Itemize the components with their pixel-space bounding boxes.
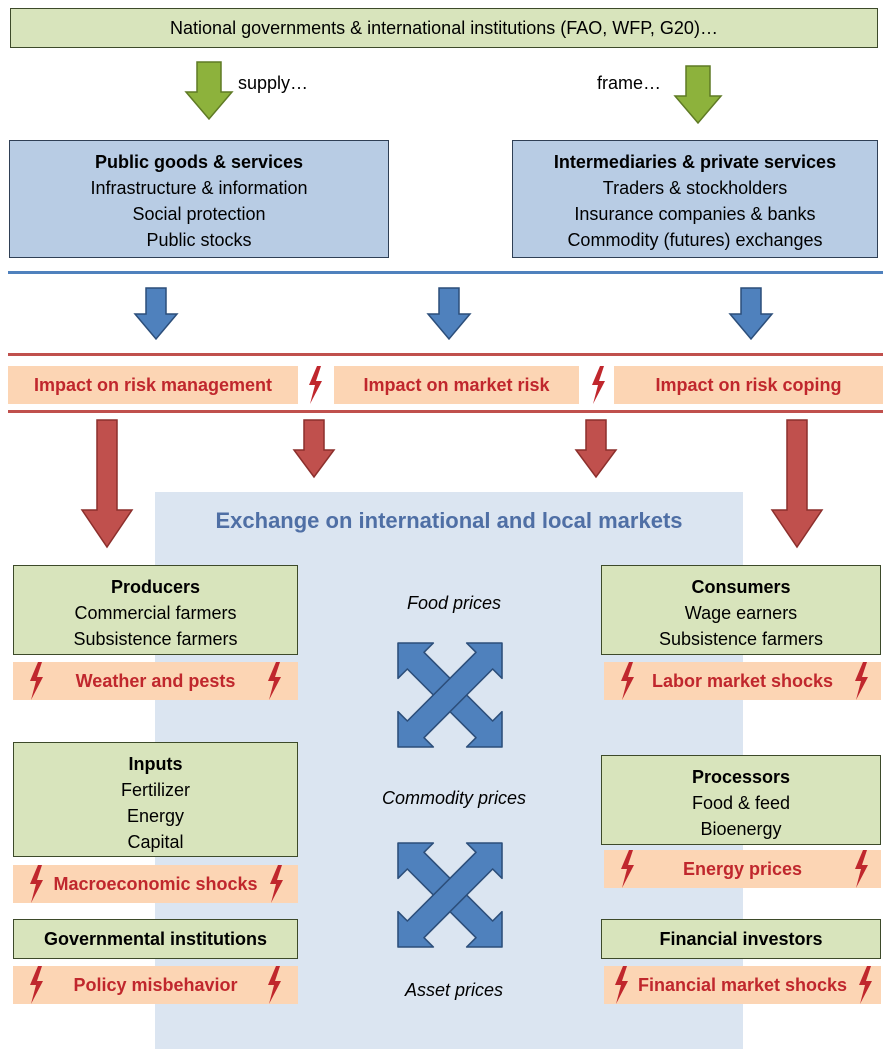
shock-label: Energy prices bbox=[682, 859, 803, 879]
processors-line: Food & feed bbox=[691, 793, 791, 813]
lightning-bolt-icon bbox=[615, 966, 628, 1004]
price-label: Food prices bbox=[406, 593, 502, 613]
investors-title: Financial investors bbox=[659, 929, 823, 949]
governmental-shock: Policy misbehavior bbox=[13, 966, 298, 1004]
public-goods-line: Social protection bbox=[132, 204, 266, 224]
red-down-arrow-icon bbox=[770, 419, 824, 549]
inputs-title: Inputs bbox=[128, 754, 183, 774]
lightning-bolt-icon bbox=[309, 366, 322, 404]
shock-label: Macroeconomic shocks bbox=[53, 874, 258, 894]
producers-line: Subsistence farmers bbox=[73, 629, 238, 649]
intermediaries-line: Traders & stockholders bbox=[602, 178, 788, 198]
lightning-bolt-icon bbox=[592, 366, 605, 404]
red-divider-top bbox=[8, 353, 883, 356]
public-goods-line: Public stocks bbox=[146, 230, 252, 250]
inputs-line: Capital bbox=[127, 832, 184, 852]
lightning-bolt-icon bbox=[30, 966, 43, 1004]
consumers-box: Consumers Wage earners Subsistence farme… bbox=[601, 565, 881, 655]
inputs-line: Energy bbox=[126, 806, 185, 826]
impact-risk-coping: Impact on risk coping bbox=[614, 366, 883, 404]
red-down-arrow-icon bbox=[574, 419, 618, 479]
consumers-line: Subsistence farmers bbox=[658, 629, 824, 649]
blue-down-arrow-icon bbox=[426, 287, 472, 341]
lightning-bolt-icon bbox=[621, 662, 634, 700]
shock-label: Weather and pests bbox=[75, 671, 236, 691]
impact-label: Impact on risk coping bbox=[655, 375, 842, 395]
blue-divider bbox=[8, 271, 883, 274]
blue-down-arrow-icon bbox=[728, 287, 774, 341]
supply-label: supply… bbox=[238, 73, 309, 93]
inputs-line: Fertilizer bbox=[120, 780, 190, 800]
impact-label: Impact on market risk bbox=[363, 375, 550, 395]
inputs-box: Inputs Fertilizer Energy Capital bbox=[13, 742, 298, 857]
intermediaries-line: Insurance companies & banks bbox=[574, 204, 816, 224]
lightning-bolt-icon bbox=[621, 850, 634, 888]
exchange-title: Exchange on international and local mark… bbox=[155, 508, 743, 534]
governmental-box: Governmental institutions bbox=[13, 919, 298, 959]
frame-arrow-icon bbox=[673, 65, 723, 125]
blue-down-arrow-icon bbox=[133, 287, 179, 341]
processors-box: Processors Food & feed Bioenergy bbox=[601, 755, 881, 845]
investors-shock: Financial market shocks bbox=[604, 966, 881, 1004]
lightning-bolt-icon bbox=[30, 865, 43, 903]
impact-label: Impact on risk management bbox=[33, 375, 273, 395]
red-divider-bottom bbox=[8, 410, 883, 413]
producers-box: Producers Commercial farmers Subsistence… bbox=[13, 565, 298, 655]
public-goods-box: Public goods & services Infrastructure &… bbox=[9, 140, 389, 258]
frame-label: frame… bbox=[597, 73, 662, 93]
impact-market-risk: Impact on market risk bbox=[334, 366, 579, 404]
lightning-bolt-icon bbox=[270, 865, 283, 903]
lightning-bolt-icon bbox=[268, 662, 281, 700]
processors-line: Bioenergy bbox=[700, 819, 782, 839]
processors-title: Processors bbox=[691, 767, 791, 787]
shock-label: Policy misbehavior bbox=[73, 975, 238, 995]
consumers-title: Consumers bbox=[691, 577, 791, 597]
public-goods-line: Infrastructure & information bbox=[90, 178, 308, 198]
double-headed-cross-arrow-icon bbox=[397, 842, 503, 948]
intermediaries-title: Intermediaries & private services bbox=[553, 152, 837, 172]
double-headed-cross-arrow-icon bbox=[397, 642, 503, 748]
shock-label: Financial market shocks bbox=[637, 975, 848, 995]
public-goods-title: Public goods & services bbox=[94, 152, 304, 172]
exchange-title-text: Exchange on international and local mark… bbox=[215, 508, 683, 533]
shock-label: Labor market shocks bbox=[651, 671, 834, 691]
producers-title: Producers bbox=[110, 577, 201, 597]
red-down-arrow-icon bbox=[292, 419, 336, 479]
lightning-bolt-icon bbox=[30, 662, 43, 700]
supply-arrow-icon bbox=[184, 61, 234, 121]
consumers-shock: Labor market shocks bbox=[604, 662, 881, 700]
processors-shock: Energy prices bbox=[604, 850, 881, 888]
intermediaries-box: Intermediaries & private services Trader… bbox=[512, 140, 878, 258]
producers-shock: Weather and pests bbox=[13, 662, 298, 700]
inputs-shock: Macroeconomic shocks bbox=[13, 865, 298, 903]
investors-box: Financial investors bbox=[601, 919, 881, 959]
top-banner-text: National governments & international ins… bbox=[170, 18, 718, 38]
governmental-title: Governmental institutions bbox=[43, 929, 268, 949]
producers-line: Commercial farmers bbox=[74, 603, 237, 623]
red-down-arrow-icon bbox=[80, 419, 134, 549]
lightning-bolt-icon bbox=[268, 966, 281, 1004]
lightning-bolt-icon bbox=[855, 662, 868, 700]
impact-risk-management: Impact on risk management bbox=[8, 366, 298, 404]
lightning-bolt-icon bbox=[855, 850, 868, 888]
lightning-bolt-icon bbox=[859, 966, 872, 1004]
intermediaries-line: Commodity (futures) exchanges bbox=[567, 230, 823, 250]
consumers-line: Wage earners bbox=[684, 603, 798, 623]
top-banner: National governments & international ins… bbox=[10, 8, 878, 48]
price-label: Commodity prices bbox=[381, 788, 527, 808]
price-label: Asset prices bbox=[404, 980, 504, 1000]
